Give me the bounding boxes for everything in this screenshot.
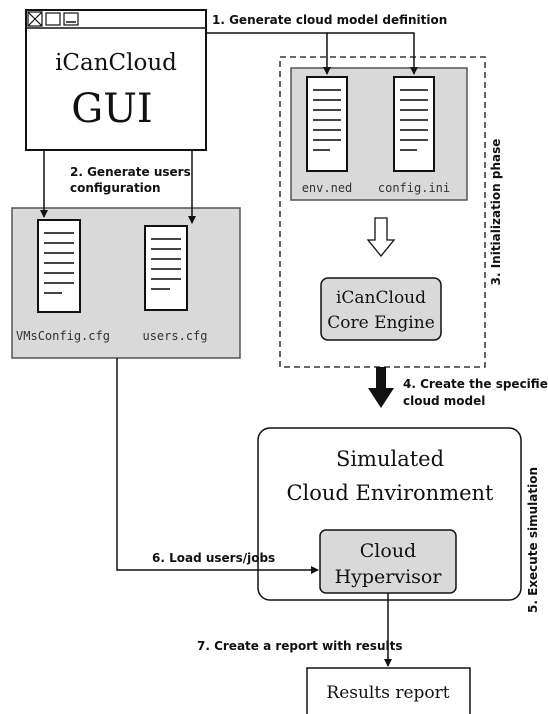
results-report-label: Results report bbox=[326, 683, 449, 703]
hypervisor-line1: Cloud bbox=[360, 540, 416, 562]
gui-title: iCanCloud bbox=[55, 50, 177, 76]
core-engine-line2: Core Engine bbox=[327, 313, 435, 333]
window-minimize-icon bbox=[63, 12, 79, 26]
config-ini-document-icon bbox=[393, 76, 435, 172]
step1-label: 1. Generate cloud model definition bbox=[212, 13, 447, 27]
users-cfg-label: users.cfg bbox=[142, 329, 207, 343]
gui-subtitle: GUI bbox=[71, 86, 152, 132]
results-report-box bbox=[306, 667, 471, 714]
step4-label-line1: 4. Create the specified bbox=[403, 377, 548, 391]
step5-label: 5. Execute simulation bbox=[526, 467, 540, 613]
initialization-phase-box bbox=[279, 56, 486, 368]
vmsconfig-label: VMsConfig.cfg bbox=[16, 329, 110, 343]
config-ini-label: config.ini bbox=[378, 181, 450, 195]
hypervisor-line2: Hypervisor bbox=[335, 566, 443, 588]
step2-label-line2: configuration bbox=[70, 181, 161, 195]
step7-label: 7. Create a report with results bbox=[197, 639, 403, 653]
core-engine-box bbox=[320, 277, 442, 341]
environment-line2: Cloud Environment bbox=[286, 481, 494, 505]
core-engine-line1: iCanCloud bbox=[336, 288, 426, 308]
step4-label-line2: cloud model bbox=[403, 394, 485, 408]
users-cfg-document-icon bbox=[144, 225, 188, 311]
window-maximize-icon bbox=[45, 12, 61, 26]
edge-load-users bbox=[116, 358, 319, 574]
step3-label: 3. Initialization phase bbox=[489, 139, 503, 286]
env-ned-label: env.ned bbox=[302, 181, 353, 195]
step2-label-line1: 2. Generate users bbox=[70, 165, 191, 179]
gui-window: iCanCloud GUI bbox=[25, 9, 207, 151]
hollow-down-arrow-icon bbox=[366, 217, 396, 258]
create-model-arrow bbox=[368, 367, 394, 408]
edge-gui-to-config bbox=[327, 32, 418, 75]
env-ned-document-icon bbox=[306, 76, 348, 172]
vmsconfig-document-icon bbox=[37, 219, 81, 313]
step6-label: 6. Load users/jobs bbox=[152, 551, 275, 565]
window-close-icon bbox=[27, 11, 43, 27]
environment-line1: Simulated bbox=[336, 447, 444, 471]
